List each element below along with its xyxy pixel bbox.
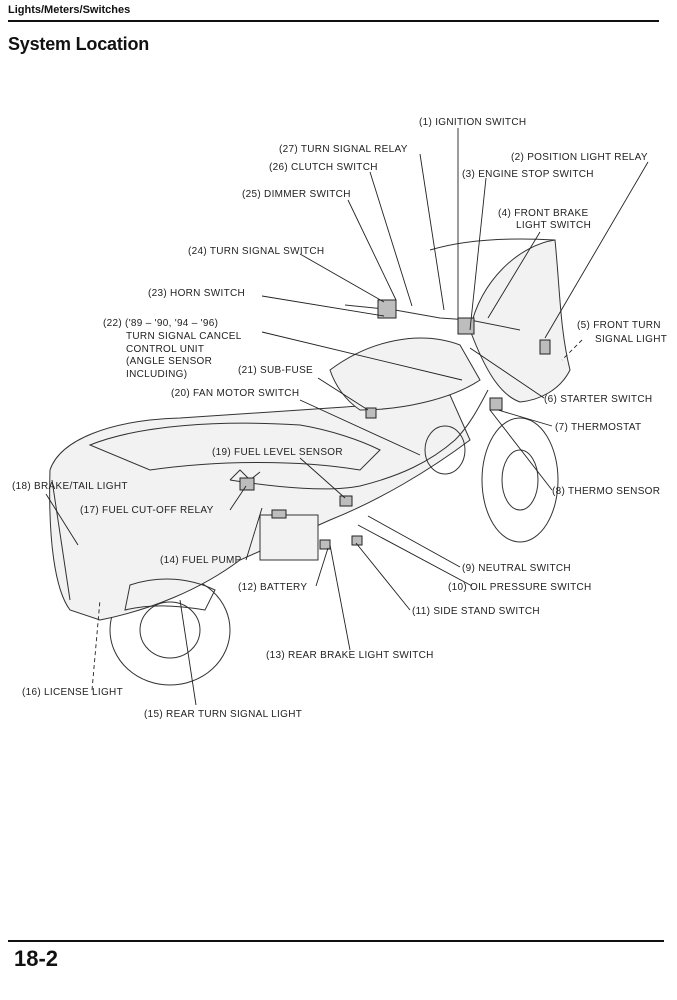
sub-fuse-part xyxy=(365,407,377,419)
rear-panel-edge xyxy=(51,479,71,601)
label-thermostat: (7) THERMOSTAT xyxy=(555,422,641,433)
fuel-tank xyxy=(329,337,481,411)
label-brake-tail-light: (18) BRAKE/TAIL LIGHT xyxy=(12,481,128,492)
label-cancel-unit-5: INCLUDING) xyxy=(126,369,187,380)
leader-20 xyxy=(299,399,421,456)
label-front-brake-2: LIGHT SWITCH xyxy=(516,220,591,231)
header-rule xyxy=(8,20,659,22)
thermostat-part xyxy=(489,397,503,411)
front-hub xyxy=(501,449,539,511)
leader-17 xyxy=(229,485,247,511)
label-horn-switch: (23) HORN SWITCH xyxy=(148,288,245,299)
callout-labels: (1) IGNITION SWITCH (2) POSITION LIGHT R… xyxy=(12,117,667,720)
wiring-harness xyxy=(229,389,489,490)
label-front-turn-2: SIGNAL LIGHT xyxy=(595,334,667,345)
page-title: System Location xyxy=(8,34,150,54)
leader-3 xyxy=(469,177,487,331)
leader-13 xyxy=(329,544,351,651)
section-header: Lights/Meters/Switches xyxy=(8,4,131,16)
label-cancel-unit-1: (22) ('89 – '90, '94 – '96) xyxy=(103,318,218,329)
side-stand-switch-part xyxy=(351,535,363,546)
front-wheel xyxy=(481,417,559,543)
leader-8 xyxy=(489,409,553,491)
label-fan-motor-switch: (20) FAN MOTOR SWITCH xyxy=(171,388,299,399)
label-rear-turn-signal-light: (15) REAR TURN SIGNAL LIGHT xyxy=(144,709,302,720)
page-number: 18-2 xyxy=(14,946,59,971)
label-fuel-pump: (14) FUEL PUMP xyxy=(160,555,242,566)
label-clutch-switch: (26) CLUTCH SWITCH xyxy=(269,162,378,173)
rear-hub xyxy=(139,601,201,659)
label-rear-brake-light-switch: (13) REAR BRAKE LIGHT SWITCH xyxy=(266,650,434,661)
left-switch-housing xyxy=(377,299,397,319)
leader-6 xyxy=(469,347,545,399)
leader-10 xyxy=(357,524,473,587)
label-front-turn-1: (5) FRONT TURN xyxy=(577,320,661,331)
leader-4 xyxy=(487,231,541,319)
label-engine-stop-switch: (3) ENGINE STOP SWITCH xyxy=(462,169,594,180)
leader-7 xyxy=(497,409,553,427)
label-cancel-unit-3: CONTROL UNIT xyxy=(126,344,204,355)
label-cancel-unit-4: (ANGLE SENSOR xyxy=(126,356,212,367)
leader-19 xyxy=(299,457,346,499)
leader-22 xyxy=(261,331,463,381)
fuel-relay-wiring xyxy=(229,469,261,481)
leader-14 xyxy=(245,507,263,561)
leader-lines xyxy=(45,128,649,706)
fuel-cut-off-relay-part xyxy=(239,477,255,491)
label-license-light: (16) LICENSE LIGHT xyxy=(22,687,123,698)
seat xyxy=(88,422,381,471)
leader-5 xyxy=(561,339,583,361)
label-cancel-unit-2: TURN SIGNAL CANCEL xyxy=(126,331,242,342)
label-fuel-cut-off-relay: (17) FUEL CUT-OFF RELAY xyxy=(80,505,214,516)
battery-box xyxy=(259,514,319,561)
rear-brake-switch-part xyxy=(319,539,331,550)
label-side-stand-switch: (11) SIDE STAND SWITCH xyxy=(412,606,540,617)
label-dimmer-switch: (25) DIMMER SWITCH xyxy=(242,189,351,200)
leader-25 xyxy=(347,199,397,301)
windscreen xyxy=(429,238,556,251)
motorcycle-illustration xyxy=(49,238,571,686)
leader-16 xyxy=(91,599,101,691)
label-turn-signal-relay: (27) TURN SIGNAL RELAY xyxy=(279,144,408,155)
leader-21 xyxy=(317,377,369,411)
label-ignition-switch: (1) IGNITION SWITCH xyxy=(419,117,526,128)
leader-11 xyxy=(355,542,411,611)
leader-12 xyxy=(315,547,329,587)
front-turn-signal-part xyxy=(539,339,551,355)
engine-cover xyxy=(424,425,466,475)
label-position-light-relay: (2) POSITION LIGHT RELAY xyxy=(511,152,648,163)
label-oil-pressure-switch: (10) OIL PRESSURE SWITCH xyxy=(448,582,592,593)
fuel-level-sensor-part xyxy=(339,495,353,507)
label-sub-fuse: (21) SUB-FUSE xyxy=(238,365,313,376)
label-starter-switch: (6) STARTER SWITCH xyxy=(544,394,652,405)
leader-9 xyxy=(367,515,461,568)
label-fuel-level-sensor: (19) FUEL LEVEL SENSOR xyxy=(212,447,343,458)
right-switch-housing xyxy=(457,317,475,335)
leader-23 xyxy=(261,295,385,317)
label-turn-signal-switch: (24) TURN SIGNAL SWITCH xyxy=(188,246,324,257)
leader-27 xyxy=(419,153,445,311)
leader-18 xyxy=(45,493,79,546)
label-thermo-sensor: (8) THERMO SENSOR xyxy=(552,486,660,497)
label-front-brake-1: (4) FRONT BRAKE xyxy=(498,208,588,219)
battery-terminal xyxy=(271,509,287,519)
leader-26 xyxy=(369,171,413,307)
leader-2 xyxy=(544,161,649,339)
rear-lamp-housing xyxy=(124,578,216,611)
leader-24 xyxy=(299,253,385,303)
label-neutral-switch: (9) NEUTRAL SWITCH xyxy=(462,563,571,574)
leader-15 xyxy=(179,599,197,706)
footer-rule xyxy=(8,940,664,942)
label-battery: (12) BATTERY xyxy=(238,582,307,593)
